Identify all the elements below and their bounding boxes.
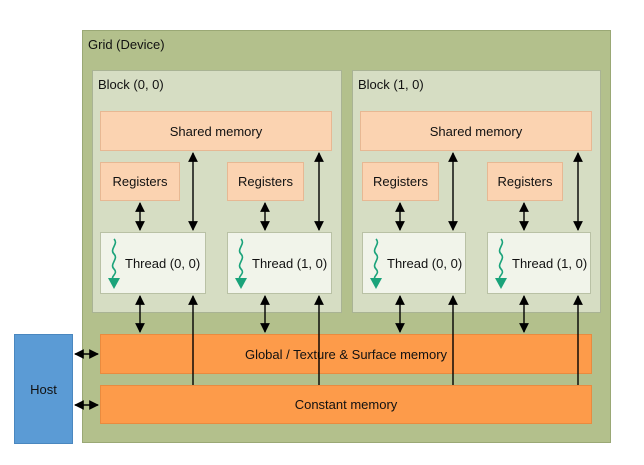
constant-memory: Constant memory <box>100 385 592 424</box>
thread-squiggle-icon <box>370 238 382 289</box>
thread-block-1-thread-1: Thread (1, 0) <box>487 232 591 294</box>
shared-memory-label: Shared memory <box>429 123 523 139</box>
thread-label: Thread (0, 0) <box>387 255 463 271</box>
thread-block-0-thread-0: Thread (0, 0) <box>100 232 206 294</box>
grid-label: Grid (Device) <box>88 37 165 52</box>
registers-block-0-thread-1: Registers <box>227 162 304 201</box>
registers-label: Registers <box>373 174 428 189</box>
registers-label: Registers <box>112 174 168 189</box>
registers-block-1-thread-1: Registers <box>487 162 563 201</box>
registers-label: Registers <box>497 174 553 189</box>
global-memory: Global / Texture & Surface memory <box>100 334 592 374</box>
registers-block-1-thread-0: Registers <box>362 162 439 201</box>
thread-label: Thread (0, 0) <box>125 255 201 271</box>
thread-squiggle-icon <box>108 238 120 289</box>
global-memory-label: Global / Texture & Surface memory <box>244 346 448 362</box>
registers-label: Registers <box>238 174 293 189</box>
host: Host <box>14 334 73 444</box>
shared-memory-label: Shared memory <box>169 123 263 139</box>
host-label: Host <box>30 381 57 397</box>
constant-memory-label: Constant memory <box>294 397 398 412</box>
block-label: Block (0, 0) <box>98 77 164 92</box>
registers-block-0-thread-0: Registers <box>100 162 180 201</box>
block-label: Block (1, 0) <box>358 77 424 92</box>
thread-block-1-thread-0: Thread (0, 0) <box>362 232 466 294</box>
thread-squiggle-icon <box>495 238 507 289</box>
thread-squiggle-icon <box>235 238 247 289</box>
thread-block-0-thread-1: Thread (1, 0) <box>227 232 332 294</box>
thread-label: Thread (1, 0) <box>252 255 328 271</box>
shared-memory-block-1: Shared memory <box>360 111 592 151</box>
shared-memory-block-0: Shared memory <box>100 111 332 151</box>
thread-label: Thread (1, 0) <box>512 255 588 271</box>
